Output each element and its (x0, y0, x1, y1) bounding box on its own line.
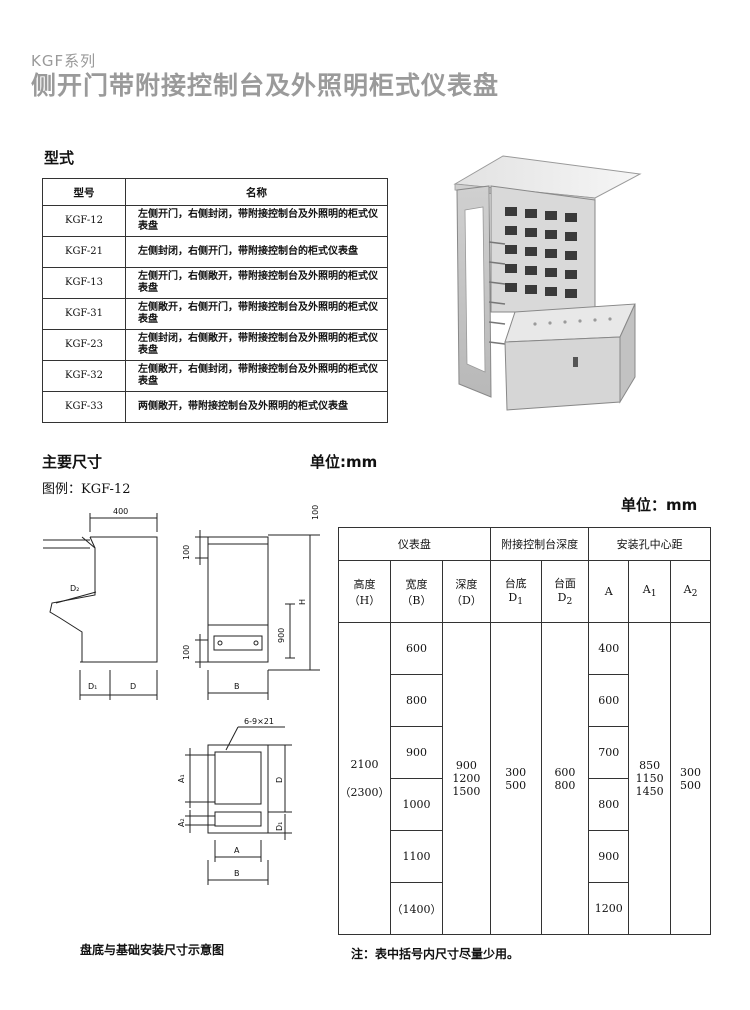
width-cell: 900 (389, 726, 443, 779)
plan-a2-label: A₂ (177, 818, 186, 827)
section-dimensions-heading: 主要尺寸 (42, 453, 103, 471)
subheader-a: A (588, 560, 630, 623)
a-cell: 600 (588, 674, 630, 727)
model-code: KGF-12 (42, 205, 126, 237)
a-cell: 700 (588, 726, 630, 779)
model-description: 左侧封闭，右侧开门，带附接控制台的柜式仪表盘 (125, 236, 388, 268)
plan-a1-label: A₁ (177, 774, 186, 783)
model-code: KGF-32 (42, 360, 126, 392)
group-header-console-depth: 附接控制台深度 (489, 527, 590, 561)
group-header-hole-spacing: 安装孔中心距 (588, 527, 711, 561)
column-header-name: 名称 (125, 178, 388, 206)
subheader-a2: A2 (670, 560, 711, 623)
drawing-caption: 盘底与基础安装尺寸示意图 (80, 943, 225, 957)
model-code: KGF-21 (42, 236, 126, 268)
model-description: 左侧开门，右侧敞开，带附接控制台及外照明的柜式仪表盘 (125, 267, 388, 299)
plan-holes-label: 6-9×21 (244, 717, 274, 726)
front-dim-900: 900 (277, 628, 286, 643)
side-d2-label: D₂ (70, 584, 79, 593)
side-d-label: D (130, 682, 136, 691)
subheader-a1: A1 (628, 560, 672, 623)
section-type-heading: 型式 (44, 149, 75, 167)
table-note: 注：表中括号内尺寸尽量少用。 (351, 947, 520, 961)
legend-label: 图例：KGF-12 (42, 482, 131, 497)
model-description: 左侧敞开，右侧封闭，带附接控制台及外照明的柜式仪表盘 (125, 360, 388, 392)
plan-d1-label: D₁ (275, 822, 284, 831)
group-header-panel: 仪表盘 (338, 527, 491, 561)
front-h-label: H (298, 599, 307, 605)
technical-drawings: 400 D₂ D₁ D 100 100 100 H 900 B 6-9×21 A… (43, 505, 320, 885)
model-description: 两侧敞开，带附接控制台及外照明的柜式仪表盘 (125, 391, 388, 423)
model-description: 左侧开门，右侧封闭，带附接控制台及外照明的柜式仪表盘 (125, 205, 388, 237)
series-label: KGF系列 (31, 52, 97, 70)
model-code: KGF-23 (42, 329, 126, 361)
model-description: 左侧封闭，右侧敞开，带附接控制台及外照明的柜式仪表盘 (125, 329, 388, 361)
model-code: KGF-13 (42, 267, 126, 299)
width-cell: （1400） (389, 882, 443, 935)
width-cell: 600 (389, 622, 443, 675)
subheader-depth: 深度（D） (441, 560, 491, 623)
a-cell: 900 (588, 830, 630, 883)
subheader-width: 宽度（B） (389, 560, 443, 623)
front-b-label: B (234, 682, 240, 691)
model-description: 左侧敞开，右侧开门，带附接控制台及外照明的柜式仪表盘 (125, 298, 388, 330)
a-cell: 400 (588, 622, 630, 675)
model-table-header: 型号 名称 (42, 178, 388, 206)
cabinet-illustration (453, 155, 642, 411)
width-cell: 1100 (389, 830, 443, 883)
page-title: 侧开门带附接控制台及外照明柜式仪表盘 (31, 71, 500, 100)
model-code: KGF-33 (42, 391, 126, 423)
unit-label-left: 单位:mm (310, 453, 378, 471)
plan-b-label: B (234, 869, 240, 878)
plan-a-label: A (234, 846, 240, 855)
subheader-height: 高度（H） (338, 560, 391, 623)
model-code: KGF-31 (42, 298, 126, 330)
width-cell: 800 (389, 674, 443, 727)
front-dim-100-a: 100 (182, 545, 191, 560)
side-top-dim: 400 (113, 507, 128, 516)
width-cell: 1000 (389, 778, 443, 831)
height-cell: 2100（2300） (338, 622, 391, 935)
unit-label-right: 单位：mm (621, 496, 698, 514)
a-cell: 800 (588, 778, 630, 831)
front-dim-100-top: 100 (311, 505, 320, 520)
side-d1-label: D₁ (88, 682, 97, 691)
column-header-model: 型号 (42, 178, 126, 206)
plan-d-label: D (275, 777, 284, 783)
a-cell: 1200 (588, 882, 630, 935)
front-dim-100-b: 100 (182, 645, 191, 660)
